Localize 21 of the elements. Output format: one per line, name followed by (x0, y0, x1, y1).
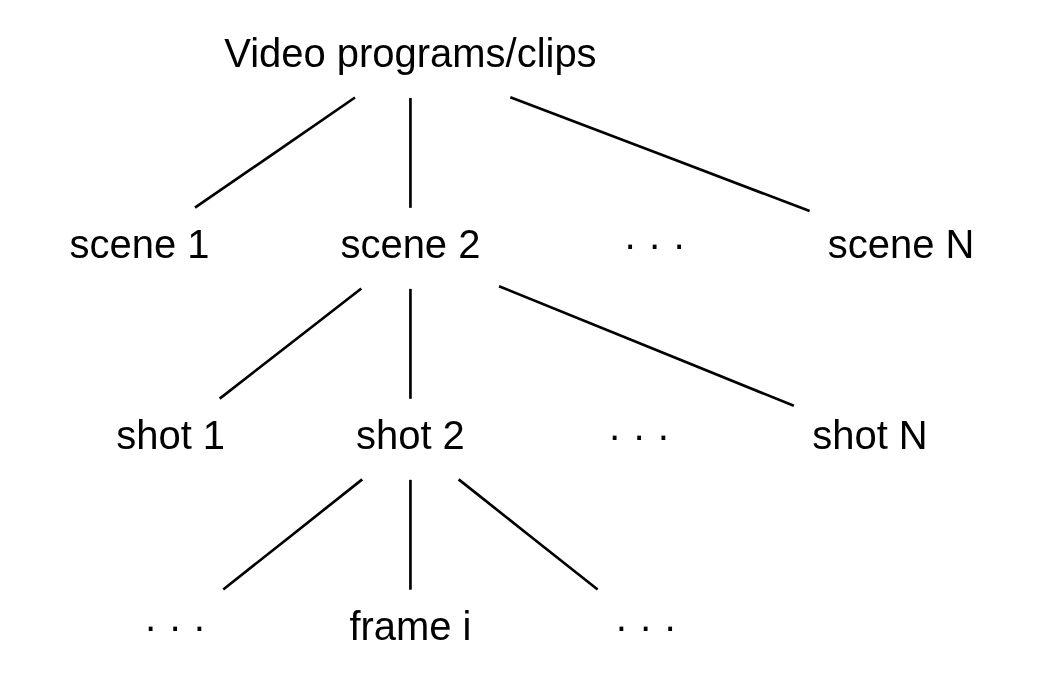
connector (408, 479, 412, 590)
connector (408, 97, 412, 208)
label: · · · (623, 221, 686, 266)
connector (218, 287, 362, 400)
node-text: · · · (143, 603, 206, 648)
connector (509, 96, 810, 213)
connector (221, 478, 363, 591)
label: · · · (607, 412, 670, 457)
node-text: scene 1 (69, 221, 210, 266)
node-text: Video programs/clips (223, 30, 597, 75)
node-text: shot 2 (355, 412, 465, 457)
connector (193, 96, 356, 209)
node-text: shot 1 (115, 412, 225, 457)
connector (498, 285, 794, 408)
node-text: · · · (614, 603, 677, 648)
connector (457, 478, 598, 591)
node-text: scene 2 (339, 221, 480, 266)
connector (408, 288, 412, 399)
node-text: scene N (827, 221, 974, 266)
node-text: frame i (348, 603, 471, 648)
node-text: shot N (811, 412, 928, 457)
